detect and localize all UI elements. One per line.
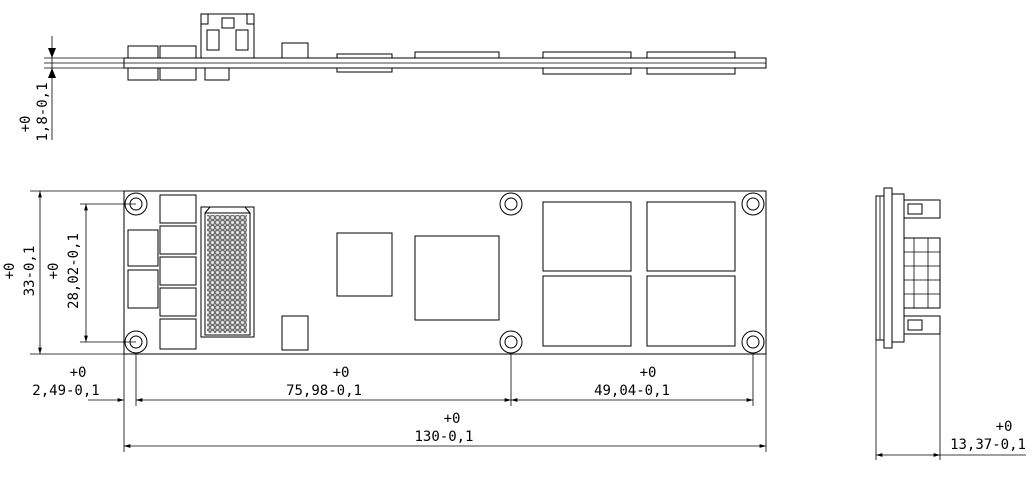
chip-top-3 xyxy=(542,51,632,59)
hole-pitch-a-tol-label: +0 xyxy=(333,365,350,381)
height-label: 33-0,1 xyxy=(22,246,38,297)
component-bot-1 xyxy=(127,67,159,81)
chip-top-4 xyxy=(646,51,736,59)
module-2 xyxy=(159,225,197,255)
thickness-label: 1,8-0,1 xyxy=(35,82,51,141)
component-top-1 xyxy=(127,45,159,59)
edge-offset-label: 2,49-0,1 xyxy=(32,383,99,399)
side-height-label: 13,37-0,1 xyxy=(950,437,1026,453)
chip-top-2 xyxy=(414,51,500,59)
side-pcb xyxy=(883,187,893,349)
module-5 xyxy=(159,318,197,350)
hole-pitch-b-tol-label: +0 xyxy=(640,365,657,381)
chip-2 xyxy=(414,235,500,321)
top-view xyxy=(44,13,767,140)
length-tol-label: +0 xyxy=(444,411,461,427)
thickness-tol-label: +0 xyxy=(18,116,34,133)
hole-pitch-b-label: 49,04-0,1 xyxy=(594,383,670,399)
side-view xyxy=(875,187,1026,460)
component-left-1 xyxy=(127,229,159,267)
memory-3 xyxy=(542,275,632,347)
chip-1 xyxy=(336,232,393,297)
edge-offset-tol-label: +0 xyxy=(70,365,87,381)
connector-pin-grid xyxy=(200,206,255,338)
component-bot-2 xyxy=(159,67,197,81)
hole-pitch-v-tol-label: +0 xyxy=(46,263,62,280)
component-bot-3 xyxy=(204,67,230,81)
mounting-hole-tm xyxy=(499,192,523,216)
module-4 xyxy=(159,287,197,317)
hole-pitch-a-label: 75,98-0,1 xyxy=(286,383,362,399)
pcb-outline xyxy=(123,190,767,355)
component-left-2 xyxy=(127,269,159,309)
memory-4 xyxy=(646,275,736,347)
memory-1 xyxy=(542,201,632,272)
memory-2 xyxy=(646,201,736,272)
chip-top-1 xyxy=(336,53,393,59)
height-tol-label: +0 xyxy=(2,263,18,280)
module-3 xyxy=(159,256,197,286)
mounting-hole-bm xyxy=(499,330,523,354)
chip-bot-3 xyxy=(542,67,632,75)
module-1 xyxy=(159,194,197,224)
plan-view xyxy=(30,190,767,452)
component-top-2 xyxy=(159,45,197,59)
mounting-hole-tr xyxy=(741,192,765,216)
chip-bot-1 xyxy=(336,67,393,73)
length-label: 130-0,1 xyxy=(414,429,473,445)
chip-bot-4 xyxy=(646,67,736,75)
connector-side xyxy=(200,13,255,59)
component-top-3 xyxy=(281,42,309,59)
mounting-hole-br xyxy=(741,330,765,354)
small-chip xyxy=(281,315,309,351)
side-height-tol-label: +0 xyxy=(996,419,1013,435)
hole-pitch-v-label: 28,02-0,1 xyxy=(66,233,82,309)
